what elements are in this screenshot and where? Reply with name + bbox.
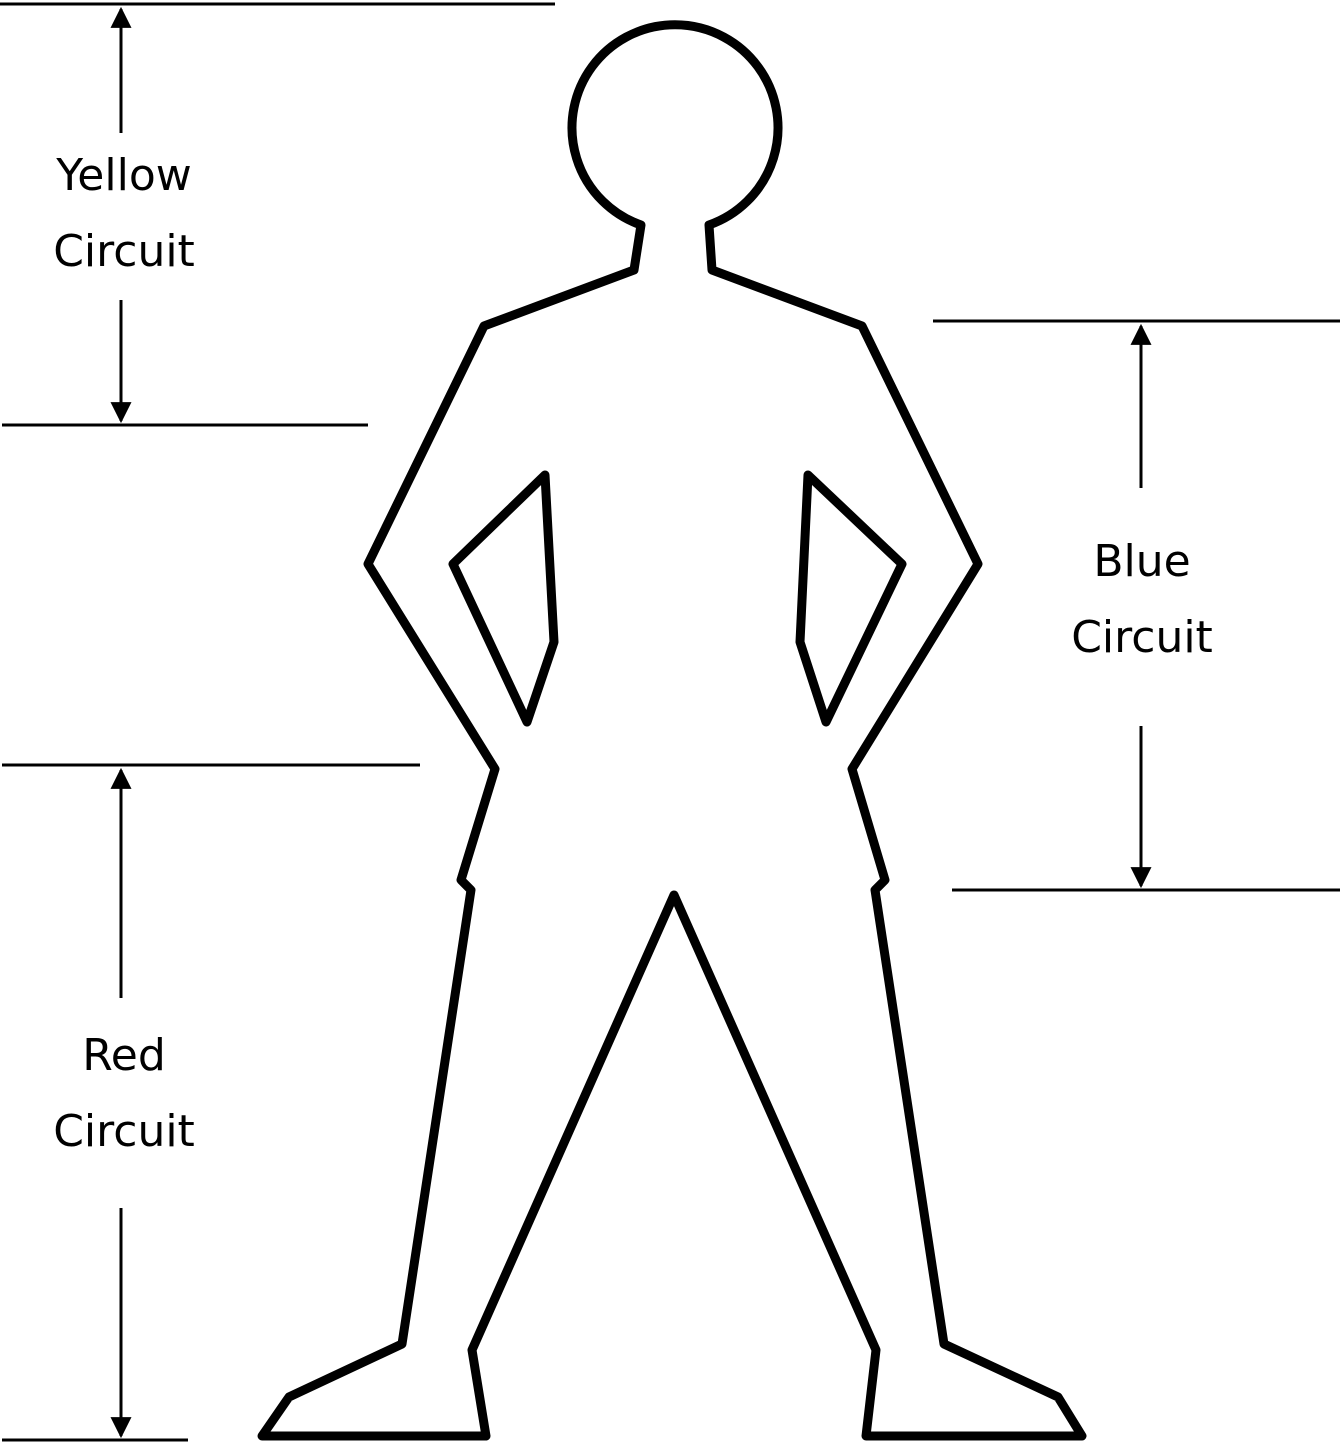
blue-circuit-indicator: Blue Circuit [933, 319, 1340, 892]
right-arm-gap [795, 470, 907, 727]
human-figure [257, 20, 1087, 1441]
body-outline [257, 20, 1087, 1441]
left-arm-gap [448, 470, 559, 727]
yellow-circuit-label-line2: Circuit [53, 226, 195, 277]
blue-circuit-label-line2: Circuit [1071, 612, 1213, 663]
red-circuit-label-line1: Red [82, 1030, 166, 1081]
yellow-circuit-label-line1: Yellow [55, 150, 191, 201]
blue-circuit-label-line1: Blue [1093, 536, 1190, 587]
red-circuit-indicator: Red Circuit [2, 763, 420, 1442]
red-circuit-label-line2: Circuit [53, 1106, 195, 1157]
yellow-circuit-indicator: Yellow Circuit [0, 2, 555, 427]
